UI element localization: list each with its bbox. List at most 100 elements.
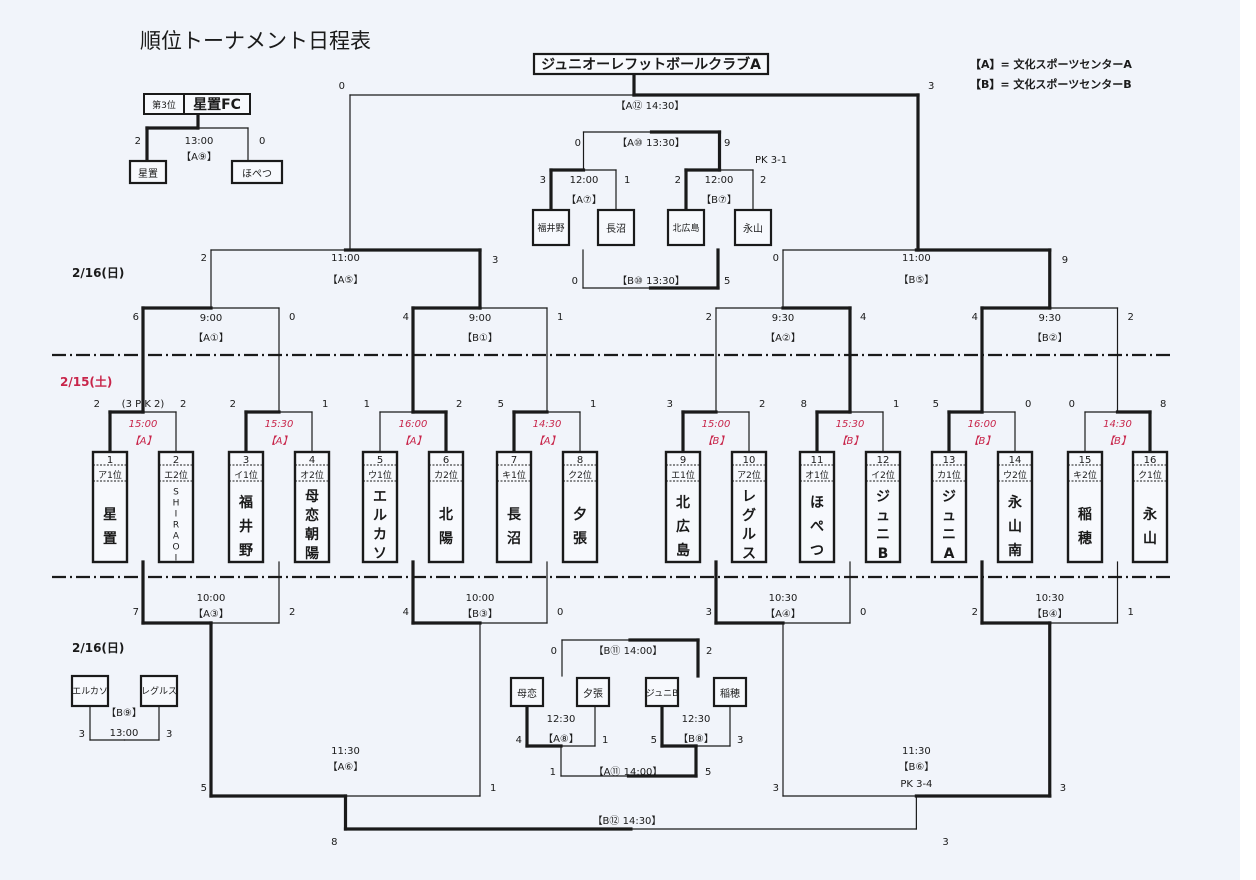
team-box-4	[293, 450, 331, 564]
b7-pk-note: PK 3-1	[755, 155, 787, 166]
team-name-char: 山	[1143, 531, 1157, 547]
b9-right-team: レグルス	[141, 685, 177, 697]
team-name-char: ぺ	[810, 519, 824, 535]
team-seed-number: 10	[743, 455, 756, 466]
team-box-10	[730, 450, 768, 564]
page-title: 順位トーナメント日程表	[140, 29, 371, 53]
team-name-char: ル	[742, 527, 756, 543]
final-left-score: 0	[339, 81, 345, 92]
round1-court: 【A】	[534, 435, 561, 447]
a7-right-team: 長沼	[606, 222, 626, 235]
round1-left-score: 2	[94, 399, 100, 410]
bracket-lines	[52, 72, 1170, 831]
team-name-char: 陽	[305, 545, 319, 562]
upper-qf-left-score: 6	[133, 312, 139, 323]
team-name-char: 朝	[305, 526, 319, 543]
team-group-rank: イ2位	[871, 469, 895, 481]
date-label-day1: 2/15(土)	[60, 374, 112, 389]
third-place-left-score: 2	[135, 136, 141, 147]
team-name-char: 置	[103, 530, 117, 547]
final-code: 【A⑫ 14:30】	[616, 100, 685, 112]
b9-left-score: 3	[79, 729, 85, 740]
team-name-char: ほ	[810, 495, 824, 511]
upper-qf-time: 9:30	[1039, 313, 1061, 324]
team-name-char: ソ	[373, 546, 387, 562]
lower-sf-left-score: 5	[201, 783, 207, 794]
team-name-char: H	[173, 498, 180, 508]
round1-right-score: 2	[456, 399, 462, 410]
upper-sf-time: 11:00	[902, 253, 931, 264]
team-seed-number: 4	[309, 455, 315, 466]
a8-right-score: 1	[602, 735, 608, 746]
lower-qf-code: 【A④】	[765, 608, 801, 620]
team-name-char: 夕	[573, 506, 587, 523]
team-group-rank: オ2位	[300, 469, 324, 481]
team-name-char: ニ	[876, 527, 890, 543]
team-name-char: A	[944, 546, 955, 562]
b8-right-team-box	[712, 676, 748, 708]
round1-left-score: 3	[667, 399, 673, 410]
date-label-day2-bottom: 2/16(日)	[72, 641, 124, 655]
lower-sf-pk-note: PK 3-4	[900, 779, 932, 790]
team-name-char: 永	[1142, 506, 1158, 523]
b11-right-score: 2	[706, 646, 712, 657]
team-name-char: ス	[742, 546, 756, 562]
third-place-left-team-box	[128, 159, 168, 185]
round1-time: 16:00	[968, 419, 997, 430]
round1-time: 15:00	[129, 419, 158, 430]
b7-left-team: 北広島	[672, 222, 699, 234]
team-box-8	[561, 450, 599, 564]
round1-court: 【B】	[1104, 435, 1131, 447]
b10-right-score: 5	[724, 276, 730, 287]
team-name-char: つ	[810, 543, 824, 559]
lower-sf-time: 11:30	[902, 746, 931, 757]
round1-time: 14:30	[533, 419, 562, 430]
upper-qf-left-score: 2	[706, 312, 712, 323]
team-name-char: 沼	[507, 531, 521, 547]
team-name-char: 陽	[439, 530, 453, 547]
round1-left-score: 2	[230, 399, 236, 410]
team-box-1	[91, 450, 129, 564]
third-place-left-team: 星置	[138, 168, 158, 180]
lower-qf-code: 【B③】	[462, 608, 498, 620]
team-name-char: 稲	[1078, 506, 1092, 523]
round1-right-score: 2	[759, 399, 765, 410]
upper-qf-time: 9:00	[469, 313, 491, 324]
round1-right-score: 1	[322, 399, 328, 410]
team-seed-number: 15	[1079, 455, 1092, 466]
lower-qf-time: 10:30	[1035, 593, 1064, 604]
team-name-char: 福	[238, 494, 253, 511]
round1-court: 【A】	[130, 435, 157, 447]
third-place-rank-label: 第3位	[152, 99, 176, 111]
team-name-char: 井	[239, 518, 253, 535]
team-name-char: A	[173, 531, 180, 541]
date-label-day2-top: 2/16(日)	[72, 266, 124, 280]
team-seed-number: 12	[877, 455, 890, 466]
upper-sf-left-score: 0	[773, 253, 779, 264]
upper-qf-code: 【B②】	[1032, 332, 1068, 344]
upper-sf-right-score: 9	[1062, 255, 1068, 266]
team-name-char: 広	[676, 518, 690, 535]
team-seed-number: 11	[811, 455, 824, 466]
b9-right-score: 3	[166, 729, 172, 740]
a7-time: 12:00	[570, 175, 599, 186]
round1-pk-note: (3 P K 2)	[122, 399, 165, 410]
team-box-9	[664, 450, 702, 564]
round1-court: 【B】	[703, 435, 730, 447]
b8-left-team: ジュニB	[646, 689, 679, 699]
team-seed-number: 1	[107, 455, 113, 466]
lower-qf-code: 【B④】	[1032, 608, 1068, 620]
round1-court: 【A】	[266, 435, 293, 447]
upper-qf-right-score: 0	[289, 312, 295, 323]
b9-left-team: エルカソ	[72, 686, 108, 697]
team-boxes: 1ア1位星置2エ2位SHIRAOI3イ1位福井野4オ2位母恋朝陽5ウ1位エルカソ…	[70, 52, 1169, 708]
team-seed-number: 6	[443, 455, 449, 466]
a7-right-team-box	[596, 208, 636, 247]
lower-qf-time: 10:00	[197, 593, 226, 604]
b8-right-score: 3	[737, 735, 743, 746]
third-place-winner-name: 星置FC	[193, 96, 241, 113]
team-name-char: ジ	[876, 489, 890, 505]
round1-time: 15:30	[836, 419, 865, 430]
lower-qf-time: 10:30	[769, 593, 798, 604]
team-name-char: R	[173, 520, 179, 530]
